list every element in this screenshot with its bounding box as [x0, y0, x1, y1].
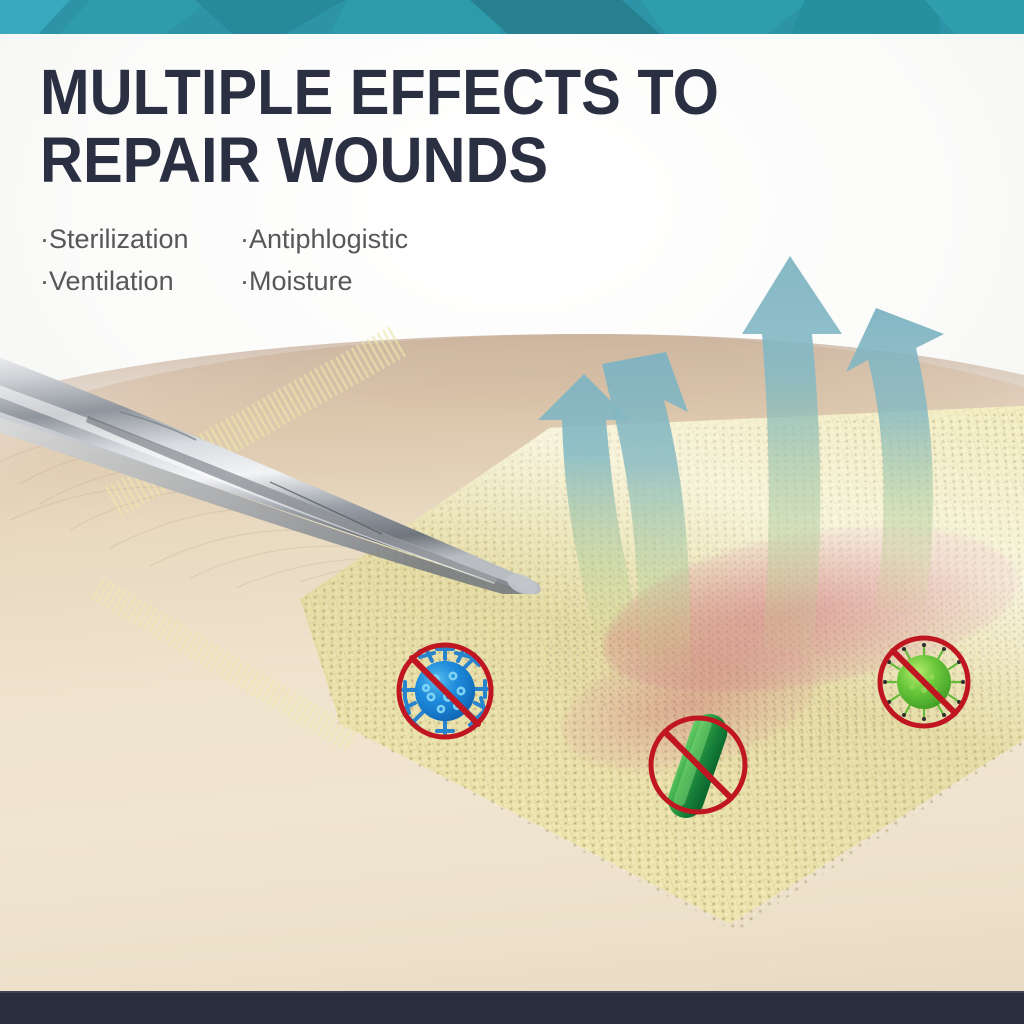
headline-line-1: MULTIPLE EFFECTS TO	[40, 56, 719, 128]
band-facet	[790, 0, 940, 34]
germ-blocked-badge	[877, 635, 971, 729]
prohibition-sign-icon	[648, 715, 748, 815]
band-facet	[330, 0, 500, 34]
bacteria-blocked-badge	[648, 713, 748, 818]
band-facet	[195, 0, 345, 34]
prohibition-sign-icon	[396, 642, 494, 740]
band-facet	[640, 0, 810, 34]
feature-item-moisture: ·Moisture	[240, 266, 353, 296]
band-facet	[60, 0, 210, 34]
virus-blocked-badge	[396, 642, 494, 740]
band-facet	[0, 0, 70, 34]
surgical-forceps	[0, 357, 541, 594]
headline-block: MULTIPLE EFFECTS TO REPAIR WOUNDS	[40, 58, 820, 194]
headline-line-2: REPAIR WOUNDS	[40, 124, 549, 196]
product-photo	[0, 34, 1024, 991]
bottom-accent-band	[0, 991, 1024, 1024]
forceps-body	[0, 357, 541, 594]
feature-item-antiphlogistic: ·Antiphlogistic	[240, 224, 409, 254]
prohibition-sign-icon	[877, 635, 971, 729]
feature-item-sterilization: ·Sterilization	[40, 224, 189, 254]
top-accent-band	[0, 0, 1024, 34]
feature-item-ventilation: ·Ventilation	[40, 266, 174, 296]
feature-list: ·Sterilization ·Antiphlogistic ·Ventilat…	[40, 222, 408, 298]
